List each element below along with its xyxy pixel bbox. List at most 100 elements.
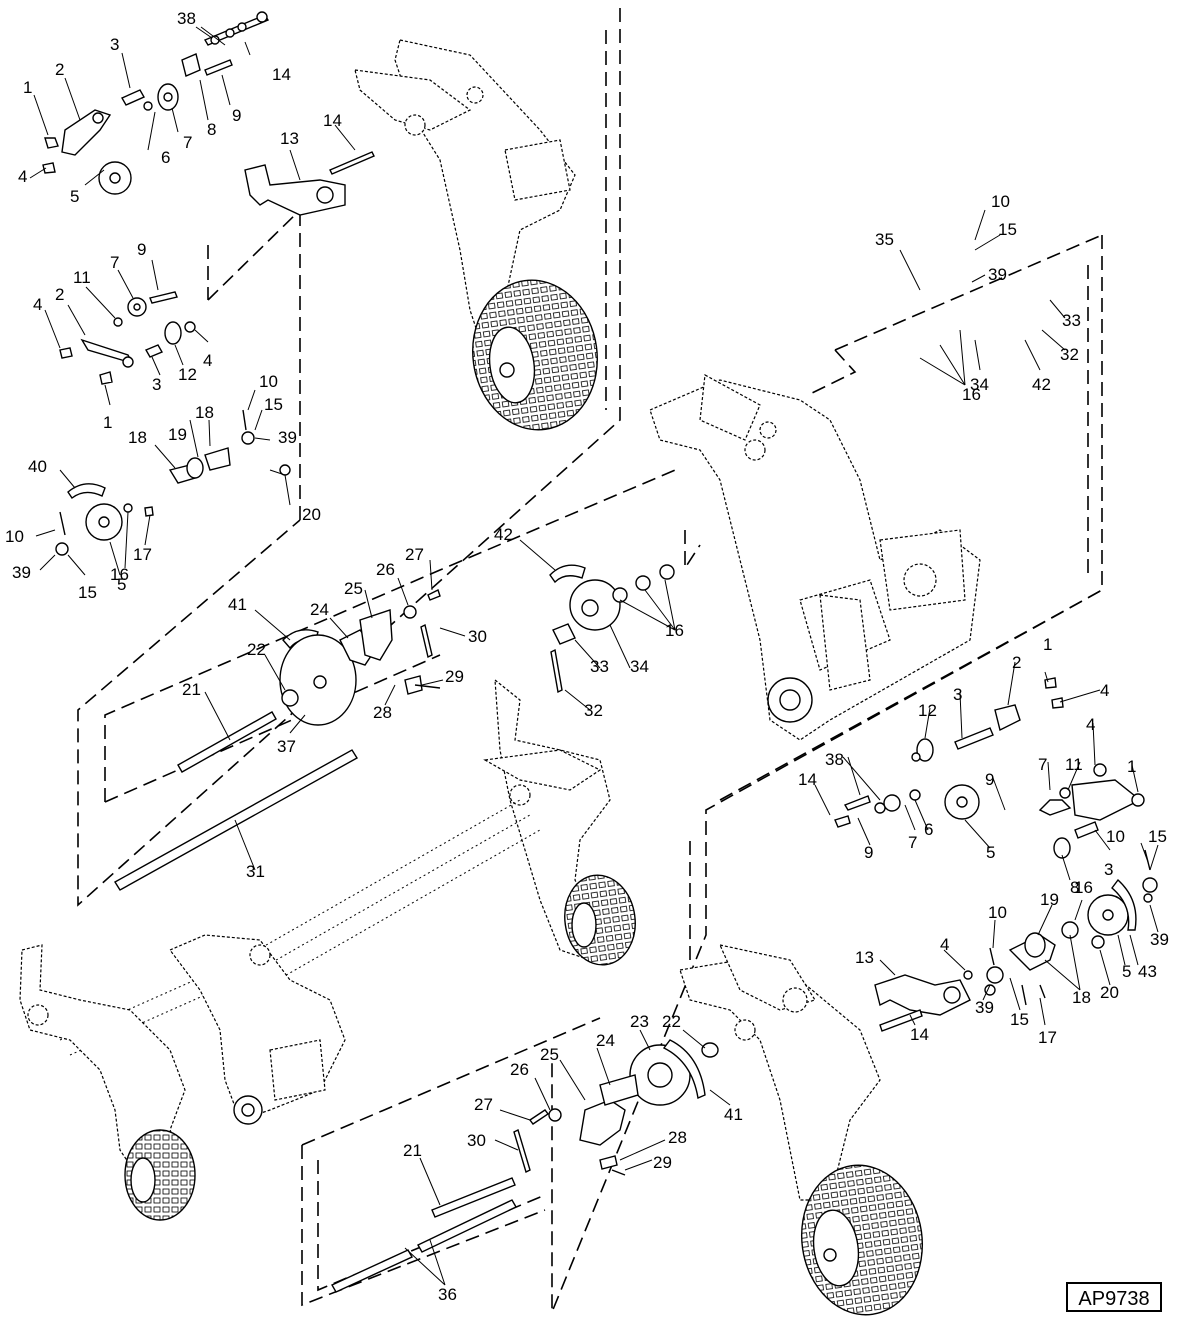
- callout-25: 25: [540, 1045, 559, 1064]
- callout-1: 1: [23, 78, 32, 97]
- callout-15: 15: [264, 395, 283, 414]
- callout-33: 33: [1062, 311, 1081, 330]
- callout-14: 14: [272, 65, 291, 84]
- callout-24: 24: [310, 600, 329, 619]
- callout-39: 39: [988, 265, 1007, 284]
- callout-17: 17: [133, 545, 152, 564]
- callout-20: 20: [1100, 983, 1119, 1002]
- callout-25: 25: [344, 579, 363, 598]
- callout-10: 10: [5, 527, 24, 546]
- callout-7: 7: [1038, 755, 1047, 774]
- callout-36: 36: [438, 1285, 457, 1304]
- figure-code: AP9738: [1066, 1282, 1162, 1312]
- callout-29: 29: [653, 1153, 672, 1172]
- callout-9: 9: [864, 843, 873, 862]
- callout-4: 4: [203, 351, 212, 370]
- callout-42: 42: [1032, 375, 1051, 394]
- callout-18: 18: [1072, 988, 1091, 1007]
- callout-39: 39: [1150, 930, 1169, 949]
- callout-22: 22: [662, 1012, 681, 1031]
- callout-14: 14: [798, 770, 817, 789]
- callout-5: 5: [70, 187, 79, 206]
- shafts-left: [114, 711, 358, 891]
- callout-30: 30: [468, 627, 487, 646]
- callout-22: 22: [247, 640, 266, 659]
- callout-41: 41: [228, 595, 247, 614]
- callout-11: 11: [1065, 755, 1083, 774]
- callout-5: 5: [1122, 962, 1131, 981]
- callout-14: 14: [910, 1025, 929, 1044]
- callout-12: 12: [918, 701, 937, 720]
- callout-9: 9: [985, 770, 994, 789]
- callout-26: 26: [510, 1060, 529, 1079]
- callout-26: 26: [376, 560, 395, 579]
- callout-16: 16: [110, 565, 129, 584]
- callout-39: 39: [12, 563, 31, 582]
- callout-3: 3: [110, 35, 119, 54]
- callout-1: 1: [1043, 635, 1052, 654]
- callout-18: 18: [128, 428, 147, 447]
- callout-43: 43: [1138, 962, 1157, 981]
- left-idler-hardware: [55, 291, 291, 556]
- callout-35: 35: [875, 230, 894, 249]
- callout-4: 4: [1100, 681, 1109, 700]
- callout-16: 16: [665, 621, 684, 640]
- callout-13: 13: [855, 948, 874, 967]
- callout-14: 14: [323, 111, 342, 130]
- callout-5: 5: [117, 575, 126, 594]
- callout-34: 34: [970, 375, 989, 394]
- callout-10: 10: [259, 372, 278, 391]
- bracket-13-upper: [244, 151, 375, 216]
- callout-8: 8: [1070, 878, 1079, 897]
- callout-39: 39: [975, 998, 994, 1017]
- callout-20: 20: [302, 505, 321, 524]
- callout-17: 17: [1038, 1028, 1057, 1047]
- leader-lines: [29, 26, 1159, 1286]
- center-sprocket-hardware: [549, 564, 675, 694]
- callout-28: 28: [668, 1128, 687, 1147]
- callout-15: 15: [1010, 1010, 1029, 1029]
- callout-4: 4: [1086, 715, 1095, 734]
- callout-38: 38: [177, 9, 196, 28]
- callout-21: 21: [403, 1141, 422, 1160]
- callout-4: 4: [940, 935, 949, 954]
- caster-arm-middle: [483, 678, 636, 966]
- callout-42: 42: [494, 525, 513, 544]
- callout-12: 12: [178, 365, 197, 384]
- callout-29: 29: [445, 667, 464, 686]
- deck-frame-lower-left: [169, 934, 346, 1125]
- callout-16: 16: [962, 385, 981, 404]
- callout-6: 6: [161, 148, 170, 167]
- callout-24: 24: [596, 1031, 615, 1050]
- callout-6: 6: [924, 820, 933, 839]
- callout-3: 3: [953, 685, 962, 704]
- callout-32: 32: [1060, 345, 1079, 364]
- caster-arm-lower-left: [19, 944, 196, 1221]
- callout-38: 38: [825, 750, 844, 769]
- callout-1: 1: [103, 413, 112, 432]
- callout-2: 2: [55, 285, 64, 304]
- callout-8: 8: [207, 120, 216, 139]
- callout-4: 4: [33, 295, 42, 314]
- lower-right-hardware: [874, 877, 1158, 1032]
- upper-left-hardware: [42, 11, 270, 195]
- callout-1: 1: [1127, 757, 1136, 776]
- callout-41: 41: [724, 1105, 743, 1124]
- callout-11: 11: [73, 268, 91, 287]
- callout-9: 9: [232, 106, 241, 125]
- deck-frame-right: [649, 374, 981, 741]
- callout-15: 15: [1148, 827, 1167, 846]
- callout-27: 27: [405, 545, 424, 564]
- callout-15: 15: [78, 583, 97, 602]
- callout-31: 31: [246, 862, 265, 881]
- callout-19: 19: [1040, 890, 1059, 909]
- callout-4: 4: [18, 167, 27, 186]
- right-idler-hardware: [834, 677, 1151, 871]
- callout-7: 7: [183, 133, 192, 152]
- callout-27: 27: [474, 1095, 493, 1114]
- callout-18: 18: [195, 403, 214, 422]
- callout-2: 2: [1012, 653, 1021, 672]
- callout-9: 9: [137, 240, 146, 259]
- shafts-lower: [331, 1177, 517, 1293]
